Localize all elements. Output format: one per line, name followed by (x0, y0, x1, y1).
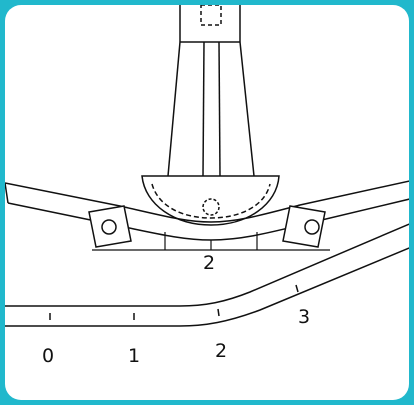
tick-marks (49, 284, 299, 320)
left-roller (88, 205, 132, 248)
support-base (92, 232, 330, 251)
ram-hidden-detail (200, 5, 222, 26)
workpiece-bent (5, 180, 409, 241)
punch-head (141, 175, 280, 226)
tick-mark-3 (295, 284, 299, 293)
tick-label-3: 3 (298, 306, 310, 328)
tick-label-0: 0 (42, 345, 54, 367)
bending-diagram: 2 0 1 2 3 (5, 5, 409, 367)
tick-label-1: 1 (128, 345, 140, 367)
workpiece-strip (5, 223, 409, 327)
right-roller (282, 205, 326, 248)
press-ram (167, 5, 255, 177)
tick-label-2: 2 (215, 340, 227, 362)
pivot-hidden-circle (202, 198, 220, 216)
diagram-panel: 2 0 1 2 3 (5, 5, 409, 400)
tick-mark-2 (217, 308, 220, 317)
bend-center-label: 2 (203, 252, 215, 274)
